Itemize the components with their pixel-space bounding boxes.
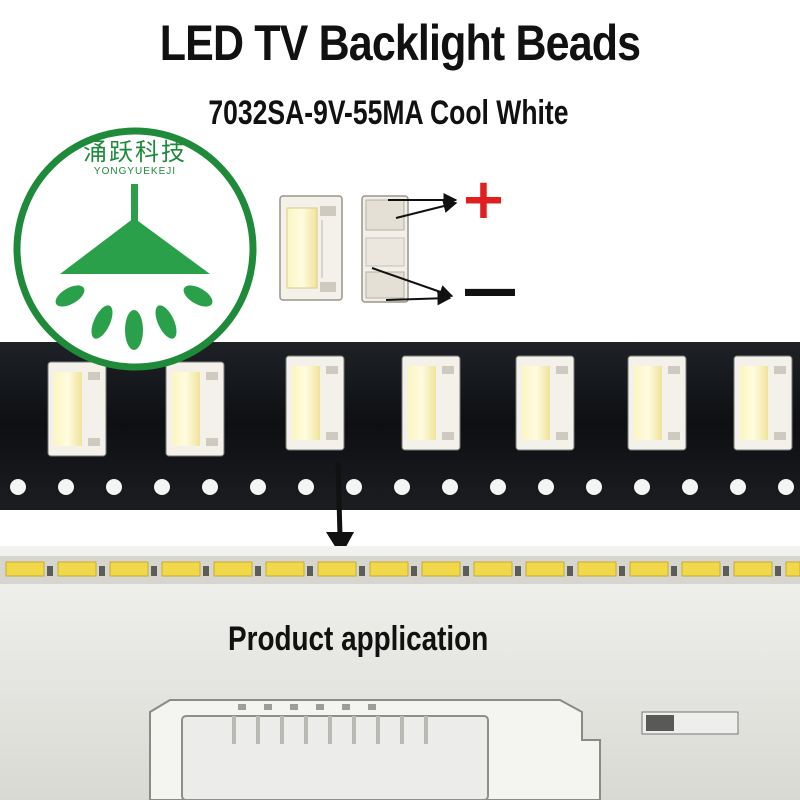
application-label: Product application <box>228 620 489 658</box>
logo-name-english: YONGYUEKEJI <box>93 166 177 177</box>
led-bead-back-view <box>361 195 409 303</box>
logo-name-chinese: 涌跃科技 <box>83 138 187 166</box>
negative-terminal-symbol: — <box>462 257 518 322</box>
brand-logo <box>13 127 257 371</box>
headline-title: LED TV Backlight Beads <box>159 15 641 71</box>
led-bead-front-view <box>279 195 343 301</box>
positive-terminal-symbol: + <box>460 167 507 232</box>
polarity-arrows <box>371 193 458 306</box>
model-subtitle: 7032SA-9V-55MA Cool White <box>208 94 569 132</box>
down-arrow <box>326 461 354 556</box>
carrier-tape <box>0 342 800 510</box>
led-strip-board <box>0 546 800 800</box>
